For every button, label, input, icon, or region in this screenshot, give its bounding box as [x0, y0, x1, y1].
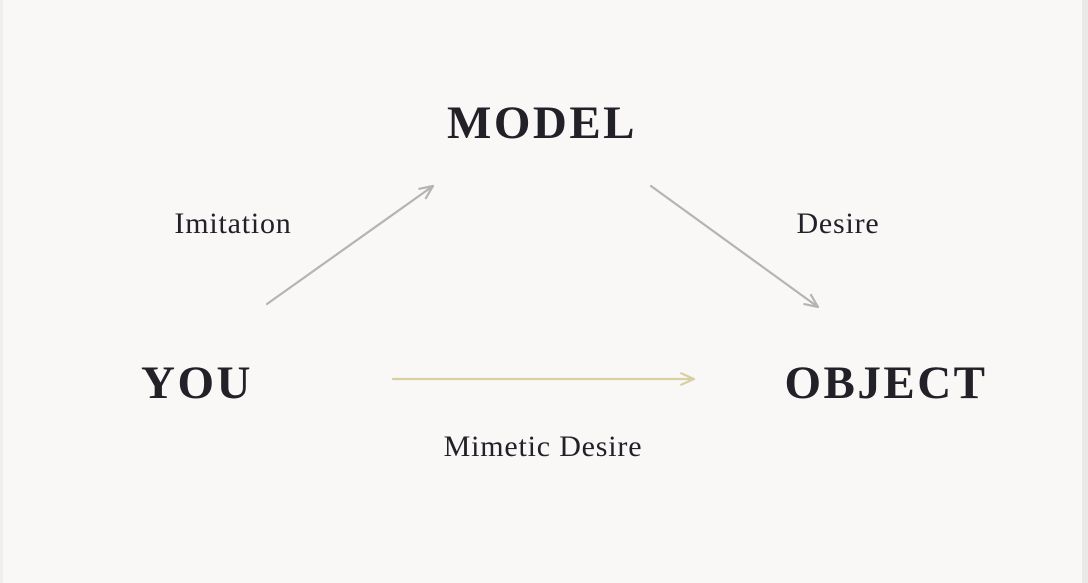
arrow-mimetic-desire: [391, 372, 696, 386]
edge-label-mimetic-desire: Mimetic Desire: [443, 430, 643, 463]
page-left-gutter: [0, 0, 3, 583]
arrow-imitation: [265, 184, 435, 306]
node-you: YOU: [141, 357, 253, 409]
node-model: MODEL: [446, 97, 638, 149]
edge-label-imitation: Imitation: [174, 207, 292, 240]
node-object: OBJECT: [784, 357, 988, 409]
edge-label-desire: Desire: [796, 207, 880, 240]
page-right-gutter: [1082, 0, 1088, 583]
arrow-desire: [649, 184, 820, 309]
